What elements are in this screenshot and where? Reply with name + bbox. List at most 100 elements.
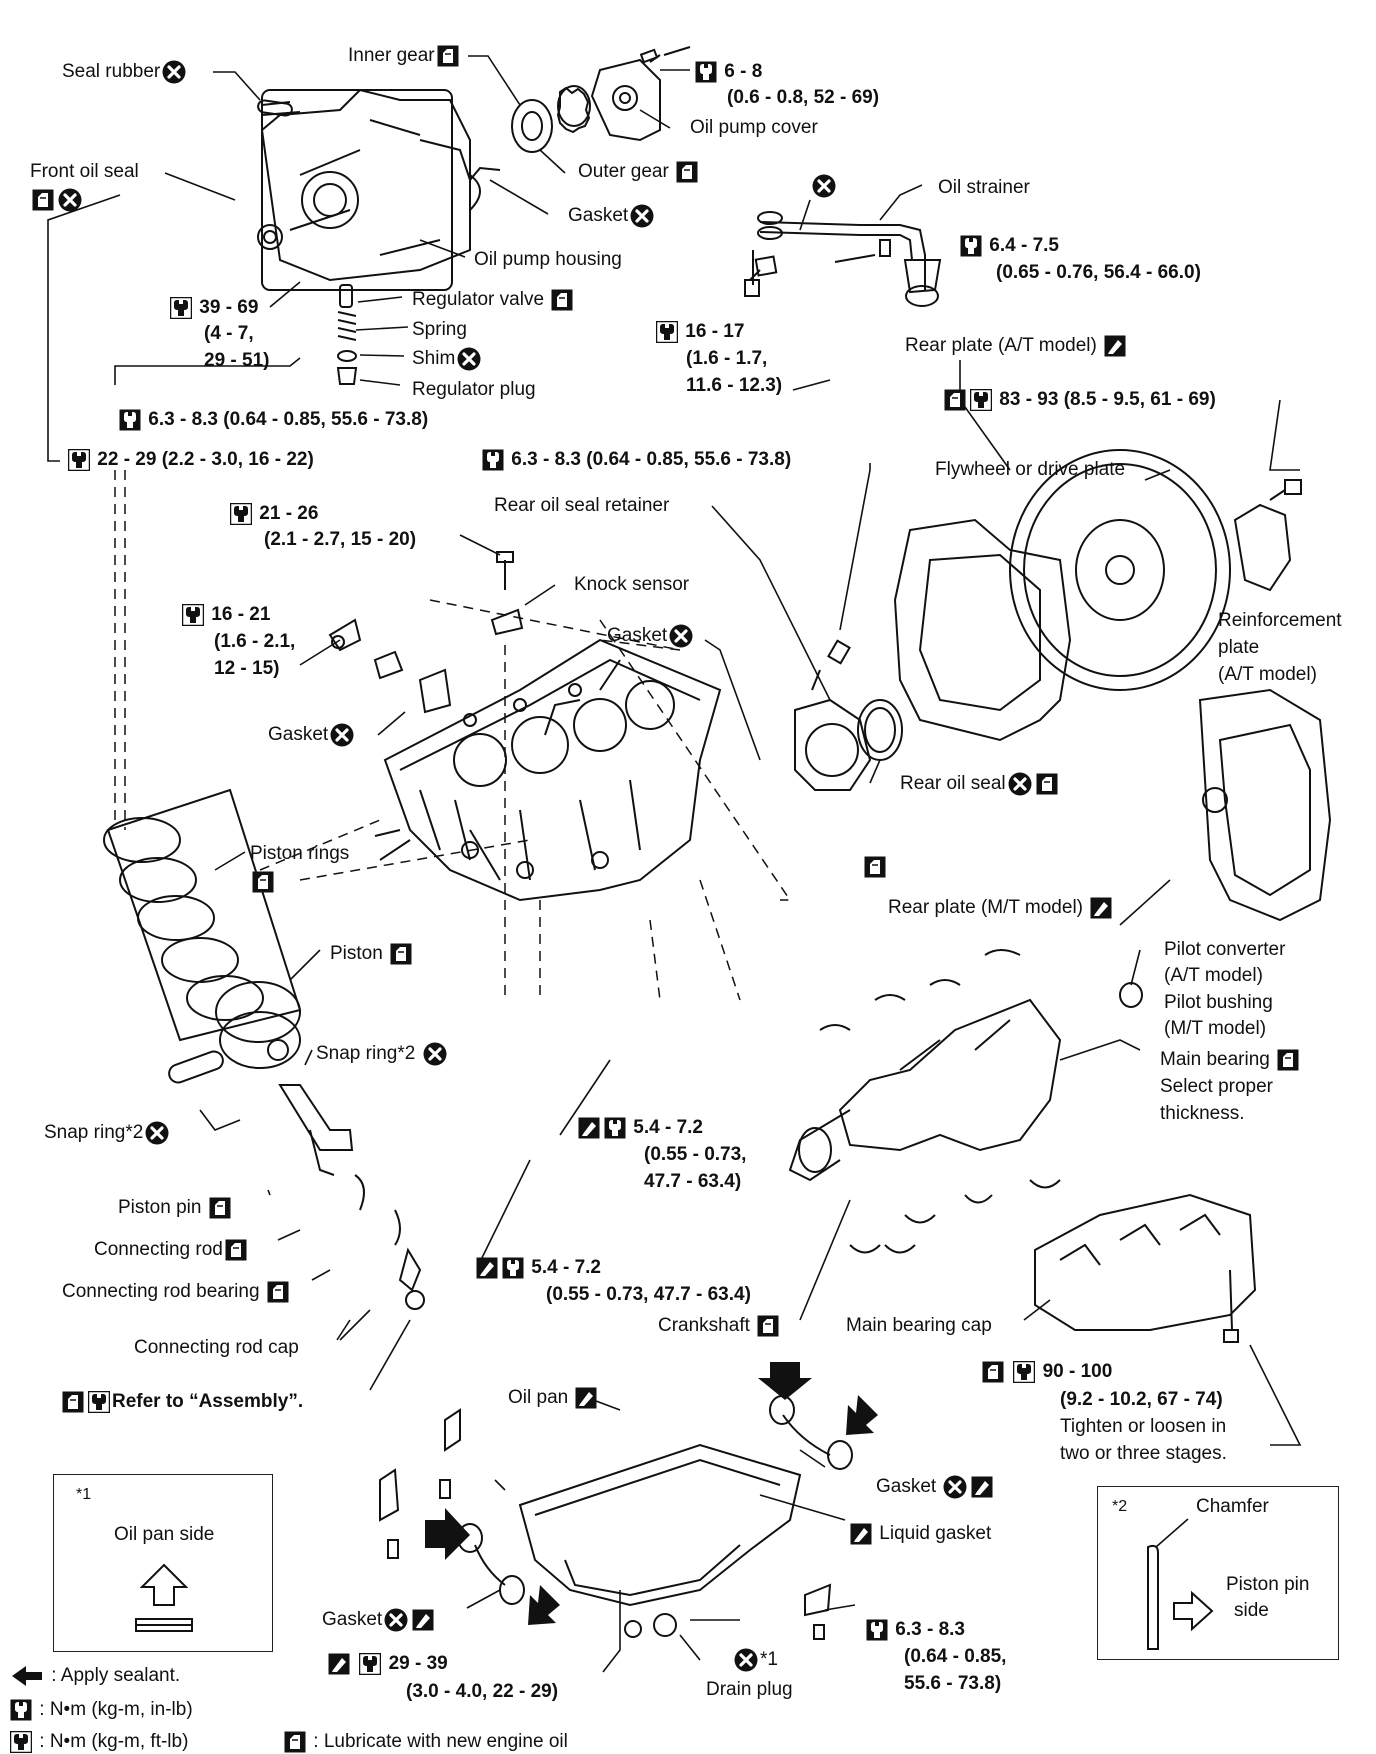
x-icon — [145, 1121, 169, 1145]
label-rear-oil-seal: Rear oil seal — [900, 772, 1060, 796]
label-star1: *1 — [732, 1648, 778, 1672]
label-torque-29-39-sub: (3.0 - 4.0, 22 - 29) — [406, 1681, 559, 1702]
label-connecting-rod-bearing: Connecting rod bearing — [62, 1280, 291, 1303]
sealant-icon — [1090, 897, 1112, 919]
label-reinforcement-1: Reinforcement — [1218, 610, 1342, 631]
label-reinforcement-2: plate — [1218, 637, 1260, 658]
oil-can-icon — [225, 1239, 247, 1261]
torque-ftlb-icon — [10, 1731, 32, 1753]
x-icon — [669, 624, 693, 648]
label-torque-90-100-c: Tighten or loosen in — [1060, 1416, 1227, 1437]
label-torque-63-83-c-b: (0.64 - 0.85, — [904, 1646, 1007, 1667]
oil-can-icon — [1277, 1049, 1299, 1071]
label-oil-strainer: Oil strainer — [938, 177, 1030, 198]
torque-inlb-icon — [119, 409, 141, 431]
arrow-up-icon — [135, 1563, 193, 1632]
x-icon — [734, 1648, 758, 1672]
label-torque-54-72-c: 47.7 - 63.4) — [644, 1171, 742, 1192]
legend-sealant: : Apply sealant. — [8, 1664, 180, 1688]
label-piston: Piston — [330, 942, 414, 965]
label-torque-16-17-c: 11.6 - 12.3) — [686, 375, 783, 396]
torque-ftlb-icon — [182, 604, 204, 626]
label-oil-pump-housing: Oil pump housing — [474, 249, 622, 270]
inset2-piston-pin-side-2: side — [1234, 1600, 1269, 1621]
torque-inlb-icon — [604, 1117, 626, 1139]
torque-inlb-icon — [10, 1699, 32, 1721]
torque-ftlb-icon — [88, 1391, 110, 1413]
label-torque-54-72-2: 5.4 - 7.2 — [474, 1256, 601, 1279]
x-icon — [330, 723, 354, 747]
rear-plates-drawing — [794, 449, 1332, 1008]
x-icon — [1008, 772, 1032, 796]
x-icon — [943, 1475, 967, 1499]
label-front-oil-seal: Front oil seal — [30, 161, 139, 182]
x-icon — [384, 1608, 408, 1632]
label-main-bearing-cap: Main bearing cap — [846, 1315, 992, 1336]
torque-inlb-icon — [482, 449, 504, 471]
label-crankshaft: Crankshaft — [658, 1314, 781, 1337]
label-knock-sensor: Knock sensor — [574, 574, 690, 595]
inset-oil-pan-side: *1 Oil pan side — [53, 1474, 273, 1652]
label-torque-39-69: 39 - 69 — [168, 296, 258, 319]
x-icon — [457, 347, 481, 371]
inset1-ref: *1 — [76, 1486, 92, 1503]
label-torque-90-100-b: (9.2 - 10.2, 67 - 74) — [1060, 1389, 1223, 1410]
label-pilot-converter-4: (M/T model) — [1164, 1018, 1267, 1039]
label-liquid-gasket: Liquid gasket — [848, 1522, 991, 1545]
oil-can-icon — [982, 1361, 1004, 1383]
oil-can-icon — [284, 1731, 306, 1753]
label-gasket-rear: Gasket — [607, 624, 695, 648]
piston-assembly-drawing — [103, 788, 425, 1310]
torque-ftlb-icon — [970, 389, 992, 411]
sealant-icon — [476, 1257, 498, 1279]
label-main-bearing: Main bearing — [1160, 1048, 1301, 1071]
torque-ftlb-icon — [68, 449, 90, 471]
label-inner-gear: Inner gear — [348, 44, 461, 67]
label-oil-pump-cover: Oil pump cover — [690, 117, 818, 138]
label-torque-21-26: 21 - 26 — [228, 502, 318, 525]
x-icon — [162, 60, 186, 84]
sealant-icon — [328, 1653, 350, 1675]
inset2-chamfer: Chamfer — [1196, 1496, 1269, 1517]
torque-inlb-icon — [960, 235, 982, 257]
label-piston-rings-icon — [250, 870, 276, 893]
oil-can-icon — [864, 856, 886, 878]
torque-ftlb-icon — [170, 297, 192, 319]
sealant-icon — [575, 1387, 597, 1409]
oil-can-icon — [62, 1391, 84, 1413]
oil-can-icon — [32, 189, 54, 211]
label-torque-90-100: 90 - 100 — [980, 1360, 1112, 1383]
oil-can-icon — [390, 943, 412, 965]
legend-lube: : Lubricate with new engine oil — [282, 1730, 568, 1753]
label-torque-90-100-d: two or three stages. — [1060, 1443, 1227, 1464]
label-main-bearing-2: Select proper — [1160, 1076, 1274, 1097]
torque-ftlb-icon — [1013, 1361, 1035, 1383]
oil-can-icon — [944, 389, 966, 411]
torque-inlb-icon — [866, 1619, 888, 1641]
label-outer-gear: Outer gear — [578, 160, 700, 183]
label-flywheel: Flywheel or drive plate — [935, 459, 1126, 480]
label-torque-63-83-b: 6.3 - 8.3 (0.64 - 0.85, 55.6 - 73.8) — [480, 448, 791, 471]
label-pilot-converter-1: Pilot converter — [1164, 939, 1286, 960]
label-regulator-valve: Regulator valve — [412, 288, 575, 311]
label-pilot-converter-2: (A/T model) — [1164, 965, 1263, 986]
sealant-icon — [850, 1523, 872, 1545]
torque-ftlb-icon — [359, 1653, 381, 1675]
label-torque-22-29: 22 - 29 (2.2 - 3.0, 16 - 22) — [66, 448, 314, 471]
label-torque-63-83-c-c: 55.6 - 73.8) — [904, 1673, 1002, 1694]
label-torque-6-8-sub: (0.6 - 0.8, 52 - 69) — [727, 87, 880, 108]
x-icon — [58, 188, 82, 212]
label-connecting-rod: Connecting rod — [94, 1238, 249, 1261]
x-icon — [630, 204, 654, 228]
oil-can-icon — [1036, 773, 1058, 795]
label-torque-54-72: 5.4 - 7.2 — [576, 1116, 703, 1139]
legend-nm-ftlb: : N•m (kg-m, ft-lb) — [8, 1730, 188, 1753]
label-snap-ring-upper: Snap ring*2 — [316, 1042, 449, 1066]
label-torque-16-17-b: (1.6 - 1.7, — [686, 348, 768, 369]
label-oil-pan: Oil pan — [508, 1386, 599, 1409]
cylinder-block-drawing — [328, 551, 722, 902]
label-torque-21-26-sub: (2.1 - 2.7, 15 - 20) — [264, 529, 417, 550]
label-gasket-block: Gasket — [268, 723, 356, 747]
label-torque-63-83-a: 6.3 - 8.3 (0.64 - 0.85, 55.6 - 73.8) — [117, 408, 428, 431]
label-reinforcement-3: (A/T model) — [1218, 664, 1317, 685]
